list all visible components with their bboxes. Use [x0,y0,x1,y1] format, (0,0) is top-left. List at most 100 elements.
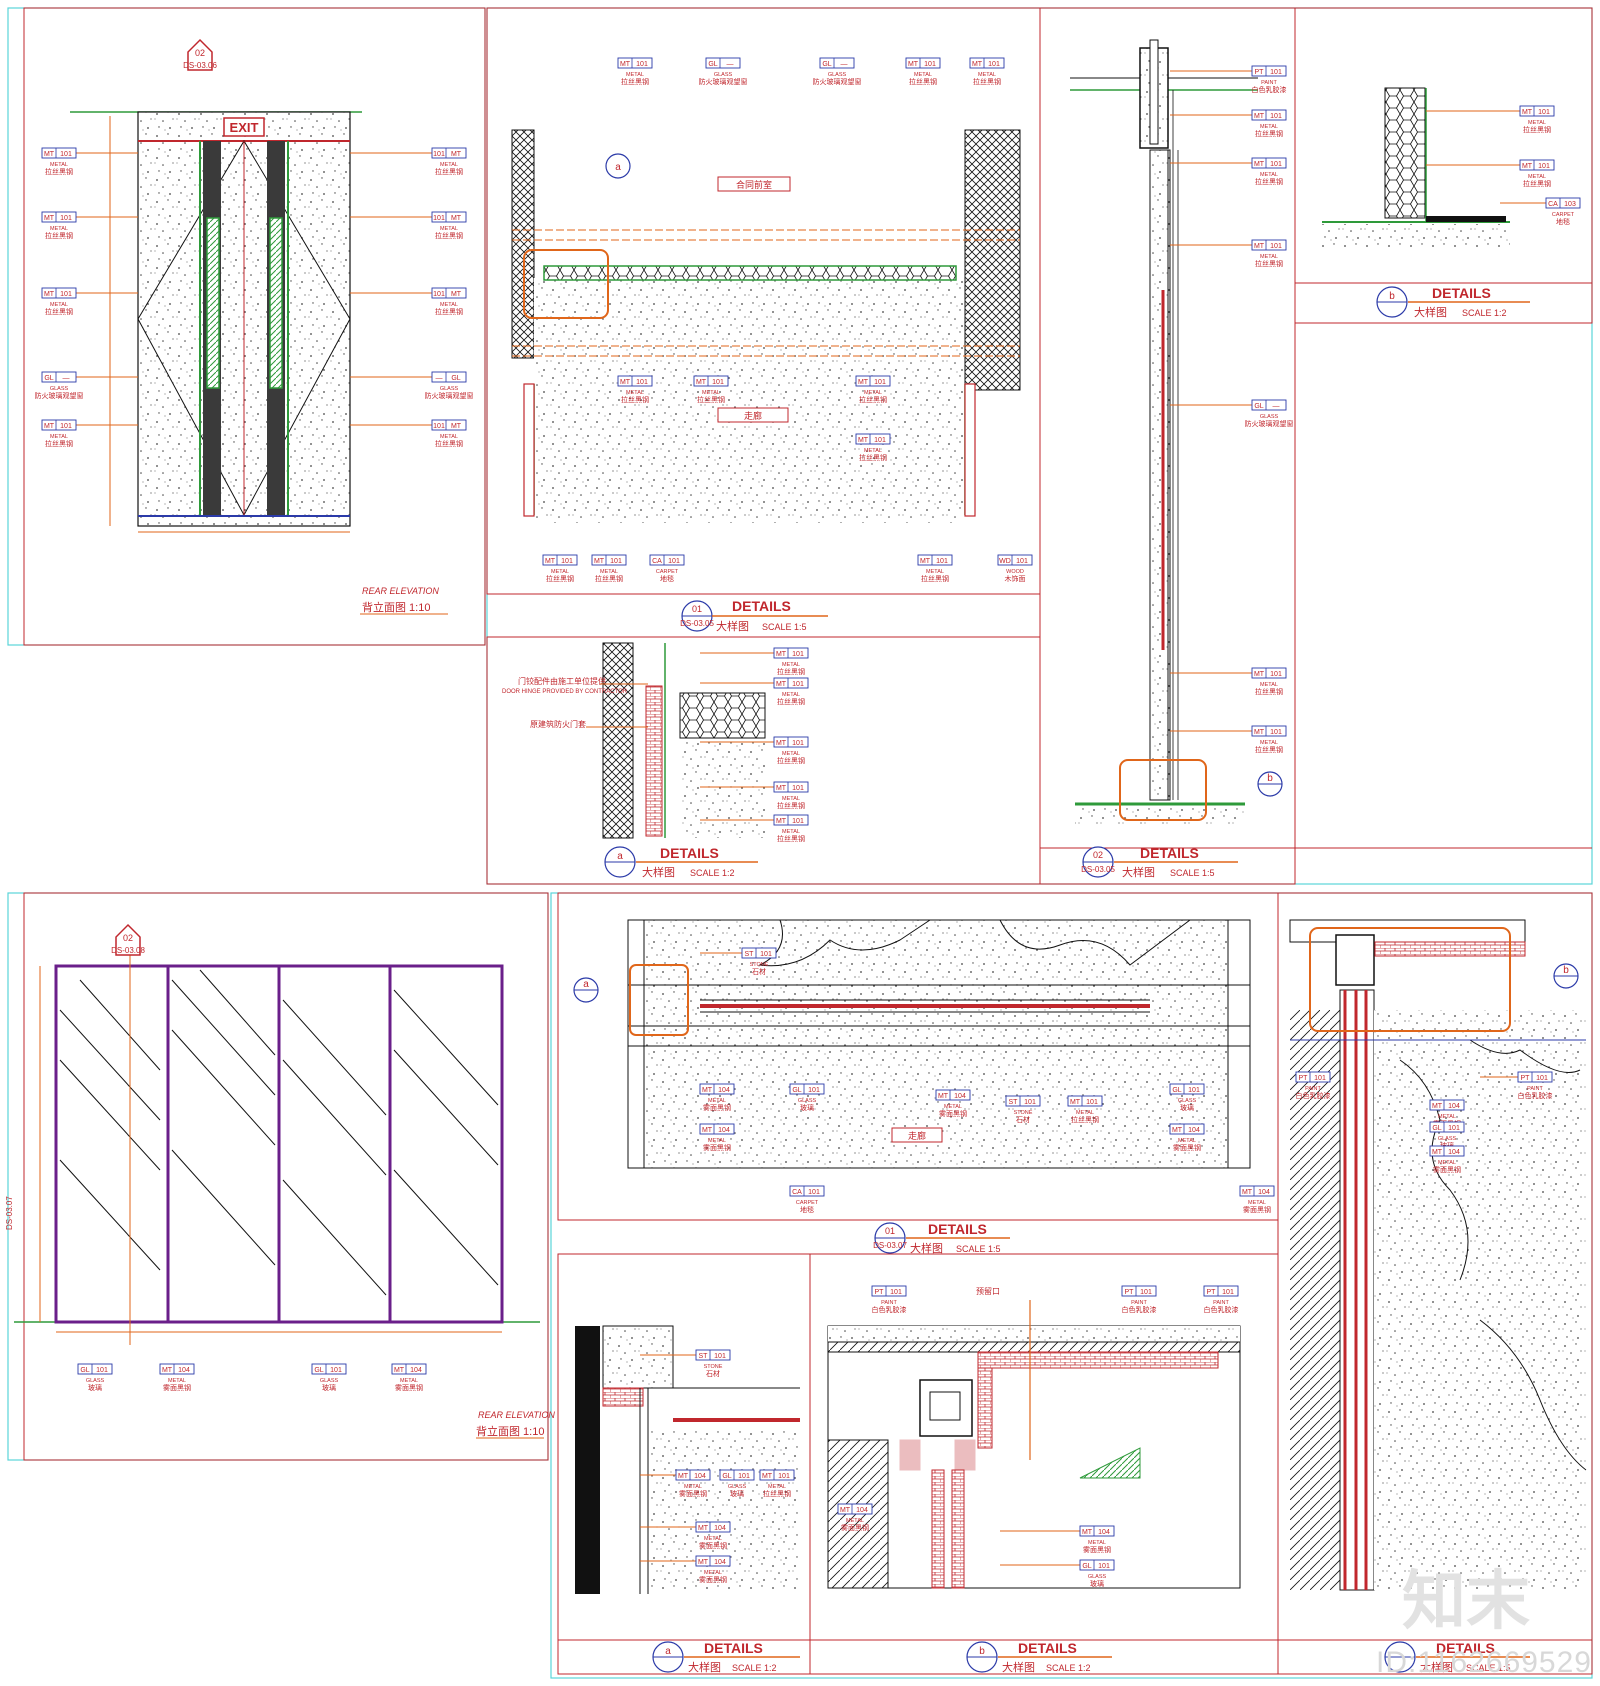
tag-number: 101 [792,818,804,825]
tag-code: PT [1255,69,1265,76]
tag-code: MT [1522,163,1533,170]
tag-material-cn: 拉丝黑钢 [859,453,887,462]
detail-bottom-right-title: DETAILS 大样图 SCALE 1:5 [1384,1640,1530,1674]
tag-box [773,736,809,748]
tag-code: WD [999,558,1011,565]
tag-code: GL [44,375,53,382]
detail-top-a: 门铰配件由施工单位提供 DOOR HINGE PROVIDED BY CONTR… [502,642,809,879]
tag-material-cn: 玻璃 [1090,1579,1104,1588]
tag-code: MT [620,379,631,386]
tag-material-cn: 雾面黑钢 [699,1575,727,1584]
tag-box [741,947,777,959]
tag-material-cn: 拉丝黑钢 [45,439,73,448]
tag-box [695,1349,731,1361]
tag-number: 101 [1448,1125,1460,1132]
elevation-bottom-side-ref: DS-03.07 [5,1196,14,1230]
tag-box [837,1503,873,1515]
tag-box [935,1089,971,1101]
tag-code: ST [1009,1099,1019,1106]
tag-number: 101 [936,558,948,565]
tag-number: 101 [1538,163,1550,170]
tag-code: 101 [433,423,445,430]
tag-number: 104 [1188,1127,1200,1134]
tag-box [311,1363,347,1375]
tag-number: 101 [924,61,936,68]
tag-code: MT [1432,1149,1443,1156]
tag-code: MT [1254,243,1265,250]
tag-number: MT [451,151,462,158]
tag-material-cn: 雾面黑钢 [395,1383,423,1392]
detail-top-a-title: a DETAILS 大样图 SCALE 1:2 [604,845,758,879]
tag-material-en: PAINT [1261,80,1277,86]
tag-number: 101 [1270,729,1282,736]
tag-number: 101 [636,379,648,386]
tag-code: MT [545,558,556,565]
tag-box [1251,157,1287,169]
tag-number: 104 [954,1093,966,1100]
tag-box [969,57,1005,69]
tag-box [1251,725,1287,737]
tag-number: — [63,375,70,382]
tag-box [431,147,467,159]
tag-material-cn: 拉丝黑钢 [546,574,574,583]
tag-material-cn: 白色乳胶漆 [1122,1305,1157,1314]
tag-number: 101 [1270,113,1282,120]
tag-material-en: METAL [914,72,932,78]
tag-material-en: METAL [1260,254,1278,260]
detail-top-01-room-1: 合同前室 [736,179,772,190]
tag-number: 101 [1098,1563,1110,1570]
tag-box [719,1469,755,1481]
tag-material-en: METAL [626,72,644,78]
tag-material-cn: 雾面黑钢 [841,1523,869,1532]
detail-bottom-a-title: a DETAILS 大样图 SCALE 1:2 [652,1640,800,1674]
tag-code: MT [840,1507,851,1514]
tag-number: 103 [1564,201,1576,208]
tag-number: 101 [60,291,72,298]
tag-material-en: GLASS [828,72,847,78]
tag-material-cn: 拉丝黑钢 [621,77,649,86]
detail-top-01-marker-num: 01 [692,604,702,614]
tag-number: 101 [738,1473,750,1480]
tag-material-cn: 雾面黑钢 [1243,1205,1271,1214]
detail-top-01-title: 01 DS-03.05 DETAILS 大样图 SCALE 1:5 [680,598,828,633]
tag-material-cn: 雾面黑钢 [163,1383,191,1392]
tag-number: 101 [988,61,1000,68]
tag-material-cn: 雾面黑钢 [1083,1545,1111,1554]
tag-material-en: GLASS [714,72,733,78]
tag-code: MT [702,1087,713,1094]
tag-material-cn: 防火玻璃观望窗 [35,391,84,400]
tag-number: 101 [808,1189,820,1196]
tag-material-en: PAINT [881,1300,897,1306]
tag-box [431,371,467,383]
tag-box [649,554,685,566]
tag-code: GL [1172,1087,1181,1094]
tag-material-en: GLASS [1088,1574,1107,1580]
tag-box [1251,399,1287,411]
tag-box [1519,105,1555,117]
detail-top-b-scale: SCALE 1:2 [1462,308,1507,318]
tag-number: 101 [874,437,886,444]
tag-code: MT [1254,671,1265,678]
detail-top-02-marker-num: 02 [1093,850,1103,860]
tag-number: — [841,61,848,68]
tag-code: ST [745,951,755,958]
detail-bottom-b-marker: b [979,1646,985,1657]
tag-number: 104 [410,1367,422,1374]
